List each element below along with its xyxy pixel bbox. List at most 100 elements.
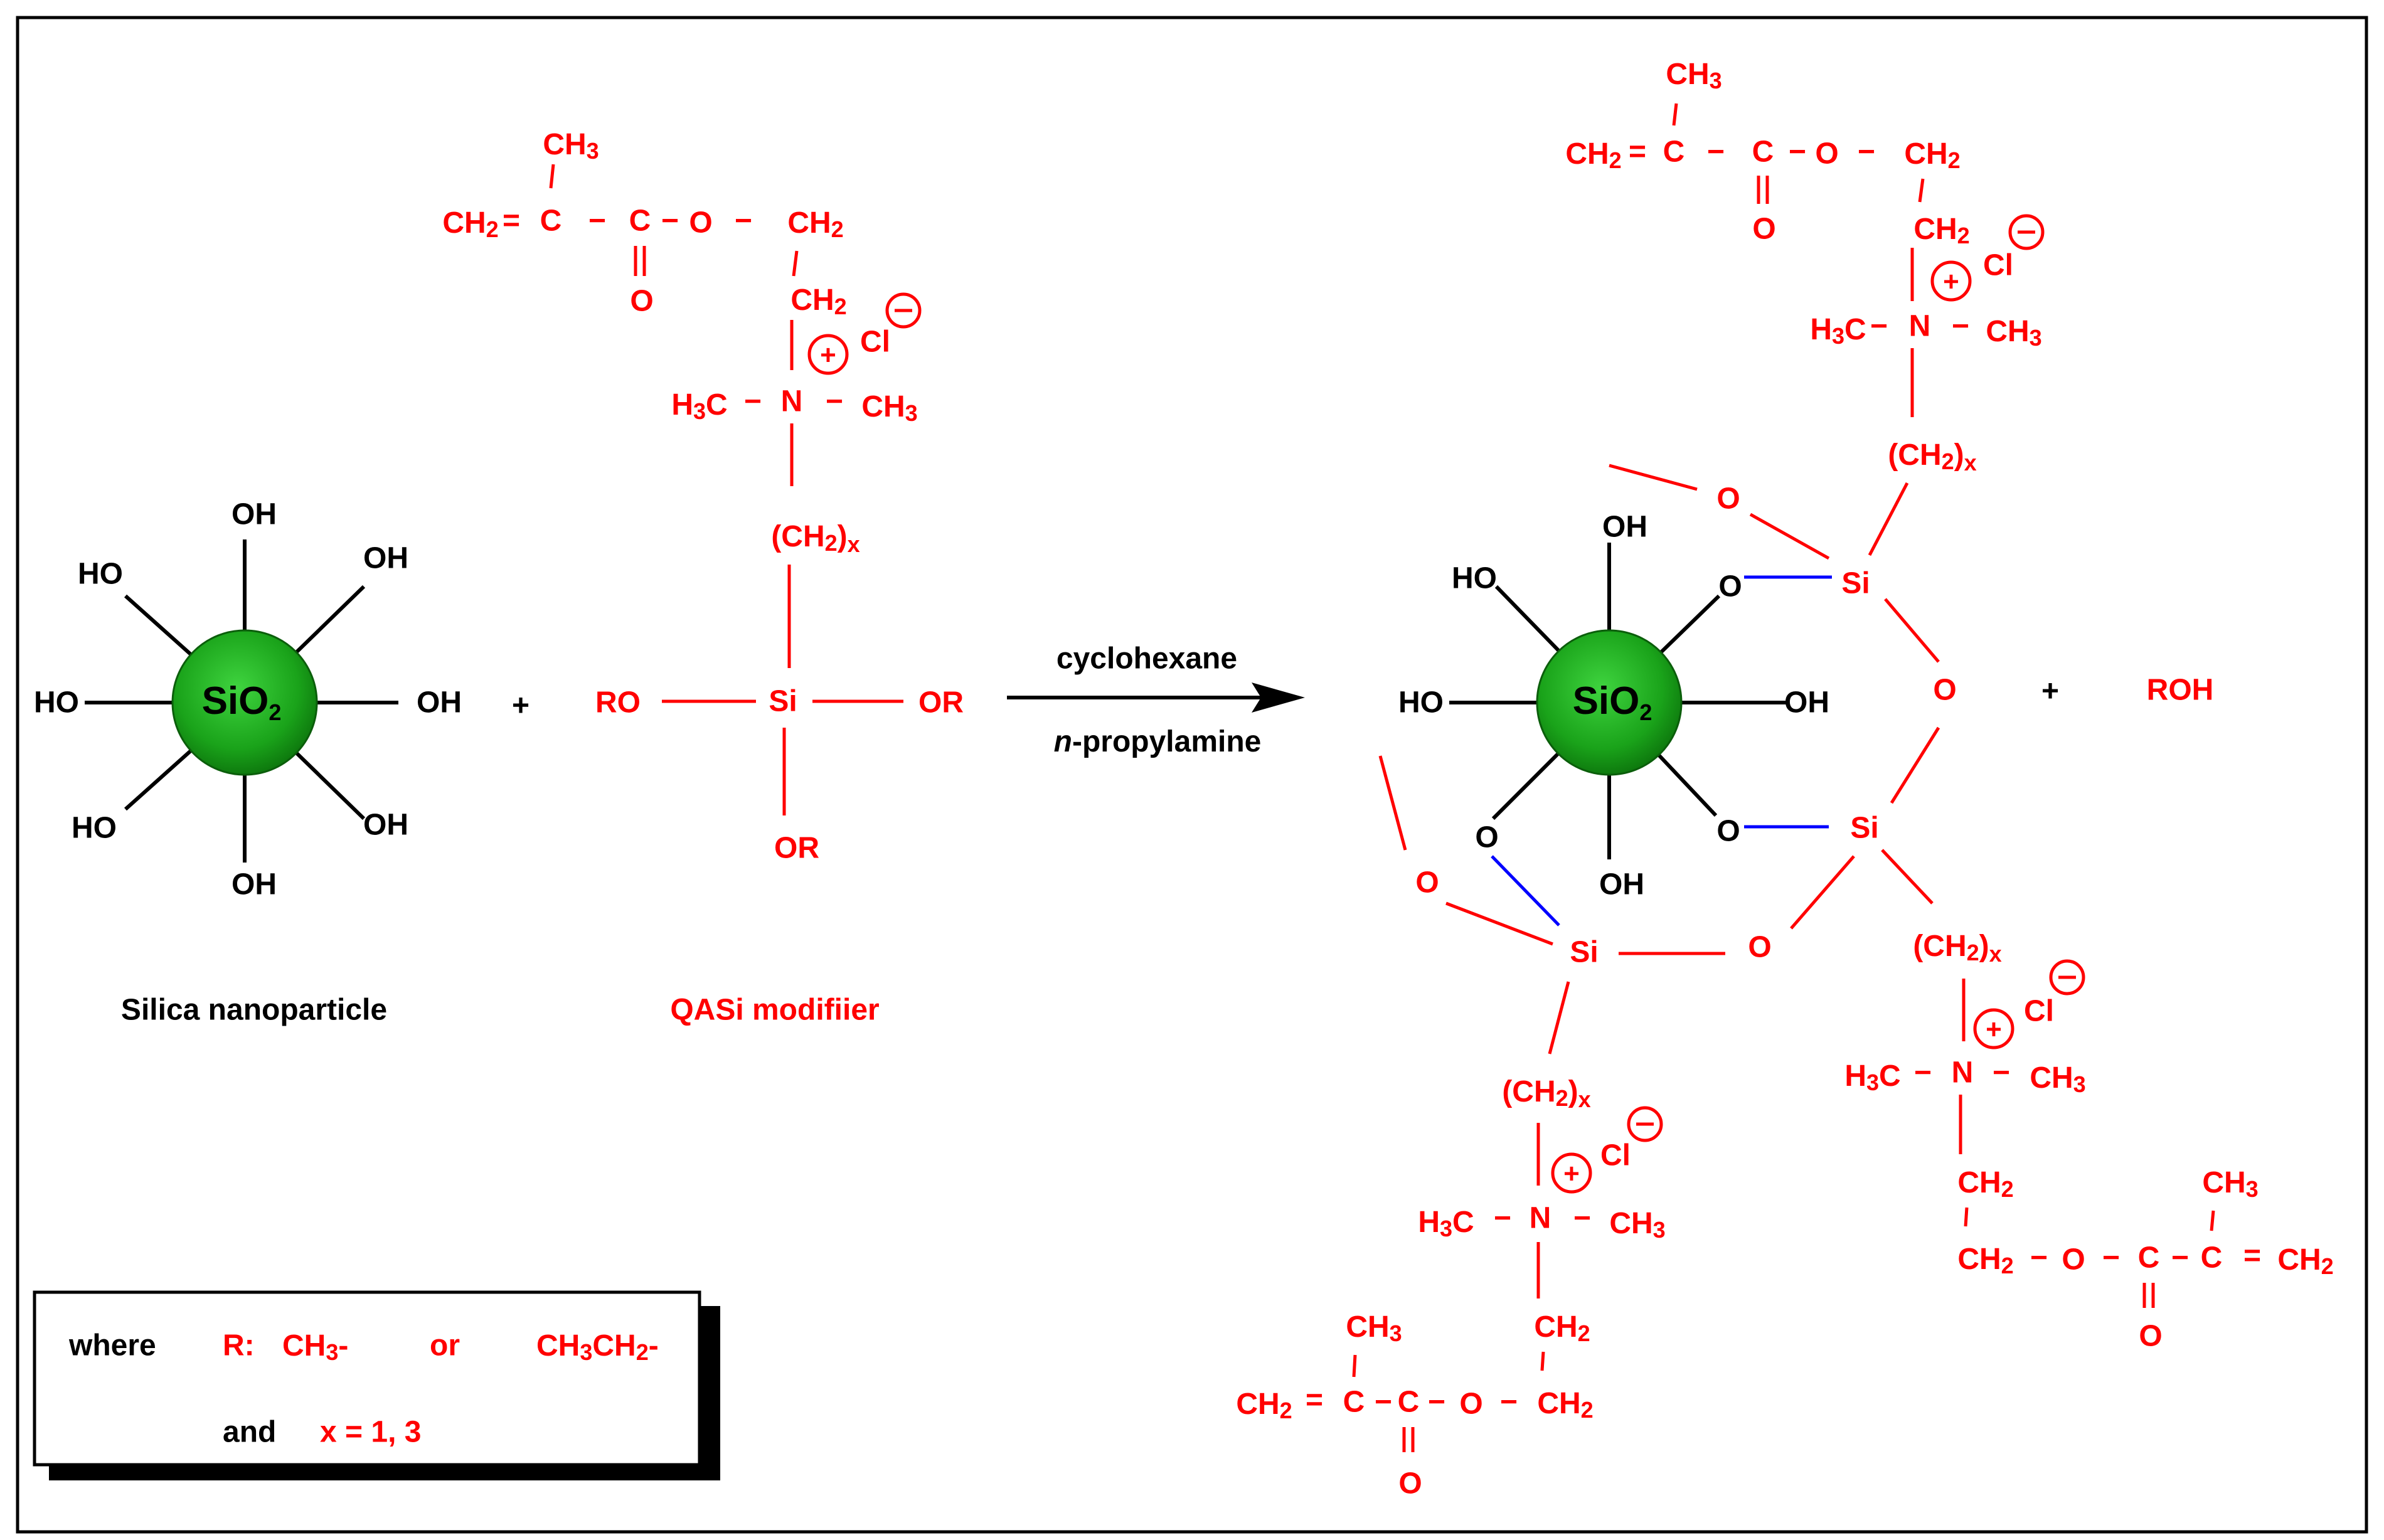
chain3-h3c: H3C: [1418, 1206, 1474, 1241]
svg-text:−: −: [1707, 135, 1725, 169]
modifier-nitrogen: N: [781, 385, 803, 418]
reactant-plus-sign: +: [512, 689, 529, 723]
svg-text:+: +: [820, 340, 836, 371]
svg-text:−: −: [661, 204, 679, 238]
chain1-carbonyl-c: C: [1752, 135, 1774, 169]
svg-text:−: −: [1573, 1202, 1591, 1235]
chain1-chloride: Cl: [1983, 249, 2013, 282]
svg-text:C: C: [2201, 1241, 2223, 1275]
silica-core-label: SiO2: [202, 679, 282, 725]
svg-text:−: −: [1494, 1202, 1511, 1235]
legend-where: where: [68, 1329, 156, 1362]
silica-nanoparticle: SiO2 OH OH OH OH OH HO HO HO Silica nano…: [34, 498, 462, 1027]
modifier-ch2-b: CH2: [790, 284, 846, 319]
svg-text:−: −: [1858, 135, 1875, 169]
chain1-h3c: H3C: [1810, 313, 1866, 349]
ho-left: HO: [34, 686, 79, 720]
modifier-alkyl-spacer: (CH2)x: [771, 520, 859, 557]
chain2-carbonyl-o: O: [2139, 1320, 2162, 1353]
product-silica-sphere: [1536, 629, 1683, 776]
chain1-ch3-top: CH3: [1666, 58, 1721, 93]
catalyst-label: n-propylamine: [1054, 725, 1262, 758]
svg-text:C: C: [1663, 135, 1685, 169]
modifier-ch3-right: CH3: [861, 390, 917, 426]
oh-top: OH: [231, 498, 277, 531]
modified-nanoparticle: SiO2 OH HO HO OH OH O O O Si Si Si O O O…: [1236, 58, 2333, 1500]
legend-r-label: R:: [223, 1329, 255, 1362]
svg-text:C: C: [540, 204, 562, 238]
ring-o-right: O: [1933, 674, 1956, 707]
chain3-ch3-right: CH3: [1609, 1207, 1665, 1243]
product-oh-right: OH: [1784, 686, 1829, 720]
modifier-minus-charge: [885, 292, 922, 329]
svg-text:−: −: [1993, 1056, 2010, 1090]
svg-text:+: +: [1943, 267, 1959, 297]
modifier-ch2-a: CH2: [787, 206, 843, 242]
chain3-chloride: Cl: [1600, 1139, 1631, 1172]
byproduct-roh: ROH: [2147, 674, 2214, 707]
chain1-alkyl-spacer: (CH2)x: [1888, 438, 1976, 475]
chain2-ch2-b: CH2: [1957, 1243, 2013, 1278]
chain1-vinyl-ch2: CH2: [1565, 137, 1621, 173]
legend-r-option2: CH3CH2-: [536, 1329, 659, 1365]
svg-text:−: −: [1914, 1056, 1932, 1090]
modifier-ch3-top: CH3: [543, 128, 599, 164]
product-o-lower-right: O: [1716, 815, 1740, 848]
modifier-chloride: Cl: [860, 326, 890, 359]
chain1-ch2-b: CH2: [1913, 213, 1969, 248]
chain1-carbonyl-o: O: [1752, 213, 1775, 246]
chain3-ch2-a: CH2: [1534, 1310, 1590, 1346]
product-oh-top: OH: [1602, 511, 1647, 544]
product-core-label: SiO2: [1573, 679, 1652, 725]
svg-text:−: −: [2030, 1241, 2048, 1275]
reaction-arrow: cyclohexane n-propylamine: [1007, 642, 1305, 758]
chain3-minus-charge: [1627, 1106, 1663, 1142]
chain2-ester-o: O: [2062, 1243, 2085, 1277]
oh-bottom: OH: [231, 868, 277, 901]
product-ho-upper-left: HO: [1452, 562, 1497, 595]
svg-text:=: =: [1629, 135, 1646, 169]
modifier-carbonyl-o: O: [630, 285, 653, 318]
product-oh-bottom: OH: [1599, 868, 1644, 901]
chain2-minus-charge: [2049, 959, 2085, 996]
silica-caption: Silica nanoparticle: [121, 994, 387, 1027]
chain3-vinyl-ch2: CH2: [1236, 1388, 1292, 1423]
modifier-alkoxy-left: RO: [595, 686, 641, 720]
product-ho-left: HO: [1398, 686, 1444, 720]
svg-text:−: −: [1428, 1386, 1445, 1419]
figure-frame: [16, 16, 2368, 1534]
product-o-lower-left: O: [1475, 821, 1498, 854]
ho-lower-left: HO: [72, 812, 117, 845]
chain3-carbonyl-o: O: [1398, 1467, 1422, 1500]
modifier-silicon: Si: [769, 685, 797, 718]
svg-text:−: −: [1789, 135, 1806, 169]
chain1-nitrogen: N: [1909, 310, 1931, 343]
chain2-ch3-right: CH3: [2030, 1061, 2085, 1097]
modifier-alkoxy-bottom: OR: [774, 832, 819, 865]
modifier-plus-charge: [807, 334, 849, 375]
svg-text:=: =: [1306, 1384, 1323, 1417]
chain3-plus-charge: [1551, 1152, 1592, 1194]
chain3-ch2-b: CH2: [1537, 1387, 1593, 1423]
legend-frame: [33, 1290, 701, 1467]
modifier-ester-o: O: [689, 206, 712, 240]
chain2-ch2-a: CH2: [1957, 1166, 2013, 1202]
silica-sphere: [171, 629, 318, 776]
chain1-ch3-right: CH3: [1986, 315, 2041, 351]
ring-si-bottom: Si: [1570, 936, 1598, 969]
svg-text:−: −: [588, 204, 606, 238]
chain2-alkyl-spacer: (CH2)x: [1913, 930, 2001, 967]
modifier-alkoxy-right: OR: [918, 686, 964, 720]
chain1-plus-charge: [1930, 260, 1972, 302]
svg-text:+: +: [1563, 1159, 1580, 1189]
svg-text:=: =: [2243, 1240, 2261, 1273]
svg-text:−: −: [2102, 1241, 2120, 1275]
svg-text:−: −: [1375, 1386, 1392, 1419]
svg-text:−: −: [1952, 310, 1969, 343]
chain1-ester-o: O: [1815, 137, 1838, 171]
chain2-plus-charge: [1973, 1008, 2014, 1049]
legend-and: and: [223, 1416, 276, 1449]
chain2-carbonyl-c: C: [2138, 1241, 2160, 1275]
legend-or: or: [430, 1329, 460, 1362]
